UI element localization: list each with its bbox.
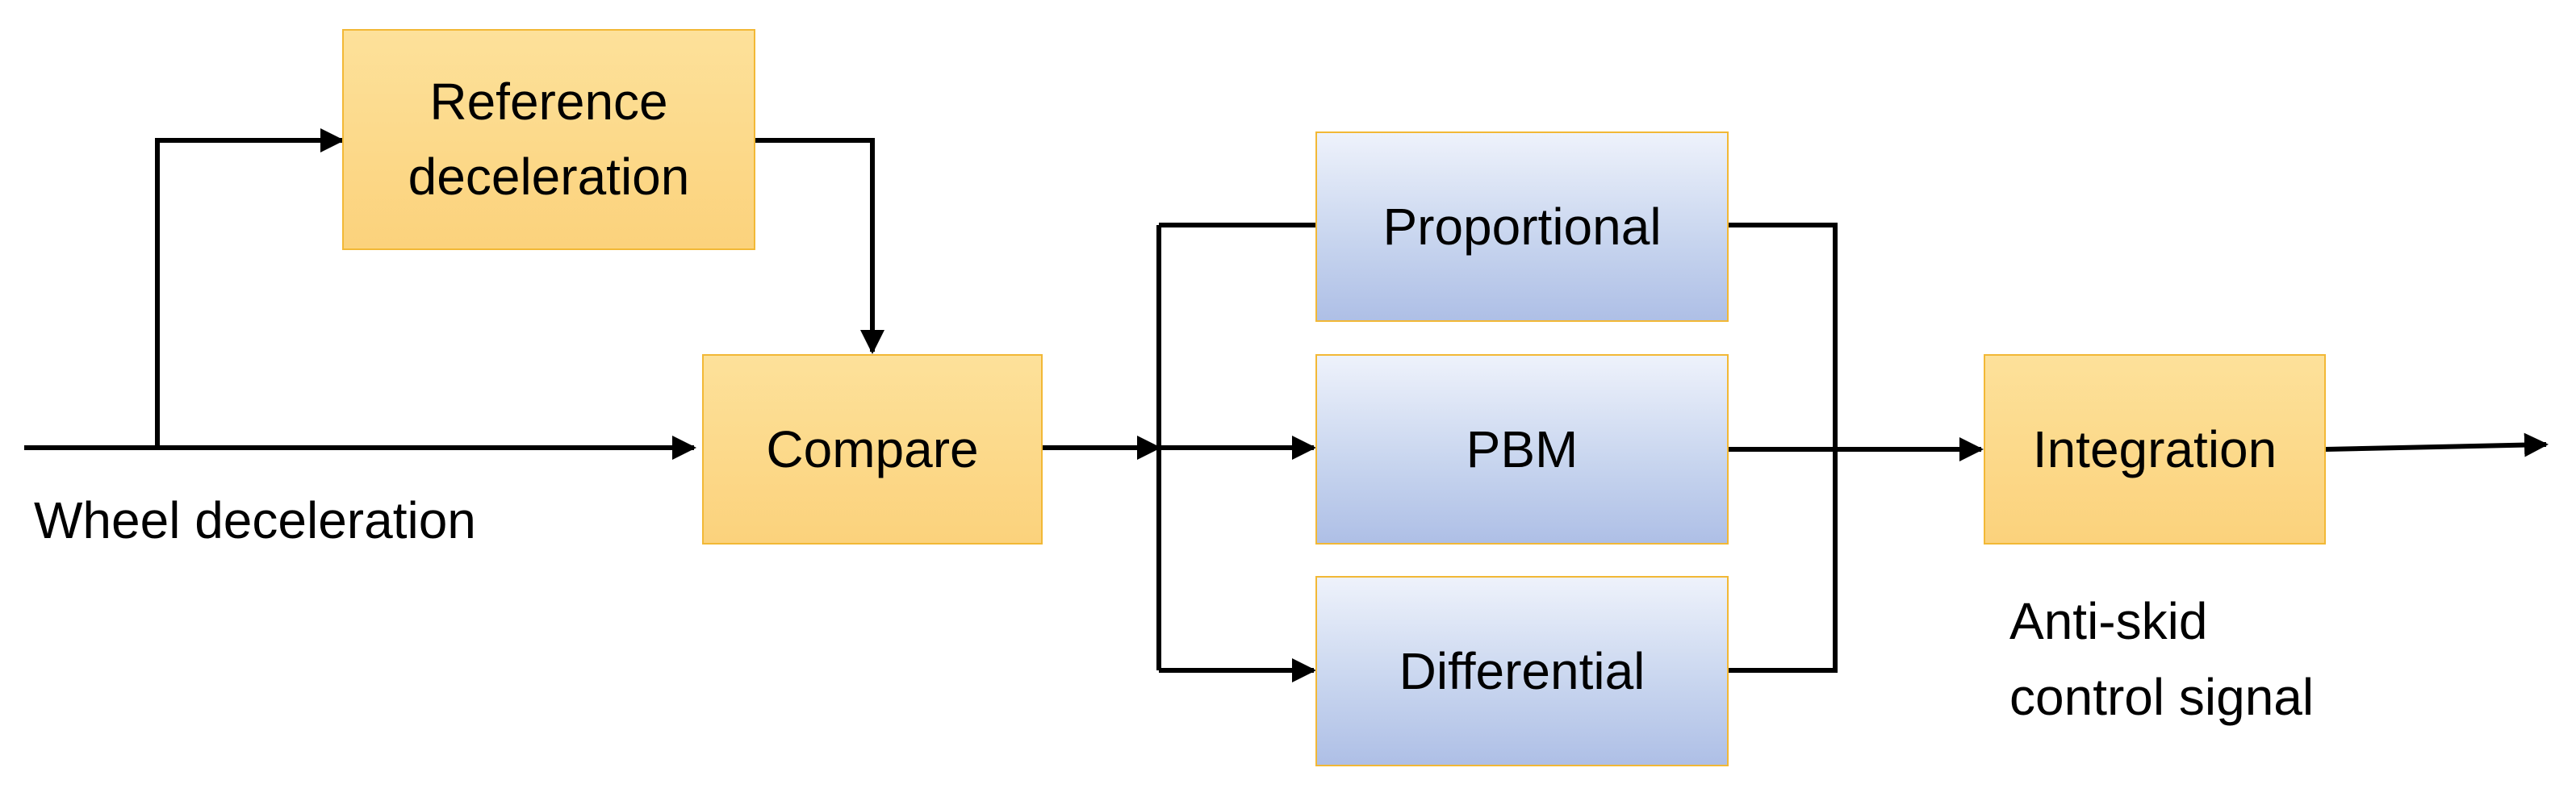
output-label-line2: control signal [2009, 668, 2315, 726]
reference-deceleration-label: Reference deceleration [408, 73, 690, 206]
arrow-input-to-reference [155, 128, 345, 448]
arrow-reference-to-compare [755, 138, 884, 354]
reference-deceleration-box: Reference deceleration [342, 29, 755, 250]
differential-label: Differential [1399, 641, 1646, 700]
pbm-label: PBM [1466, 419, 1579, 478]
proportional-box: Proportional [1315, 131, 1729, 322]
pbm-box: PBM [1315, 354, 1729, 545]
integration-box: Integration [1984, 354, 2326, 545]
output-label-line1: Anti-skid [2009, 592, 2208, 650]
proportional-label: Proportional [1382, 197, 1662, 256]
compare-label: Compare [766, 419, 979, 478]
compare-box: Compare [702, 354, 1043, 545]
differential-box: Differential [1315, 576, 1729, 766]
integration-label: Integration [2032, 419, 2277, 478]
input-label: Wheel deceleration [34, 491, 476, 549]
arrow-integration-output [2325, 432, 2549, 457]
